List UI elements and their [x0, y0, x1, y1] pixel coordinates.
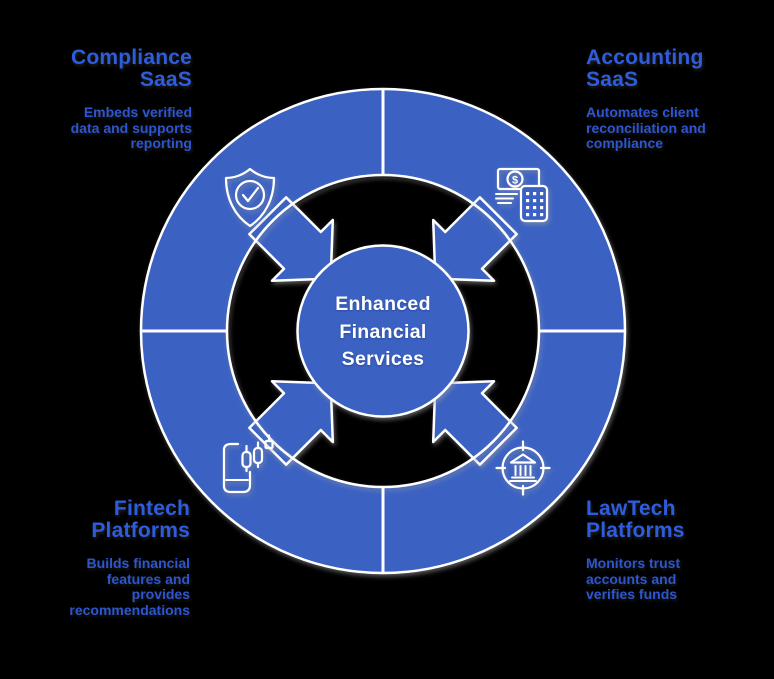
center-label: Enhanced Financial Services [335, 293, 431, 370]
quadrant-label-compliance-saas: Compliance SaaS Embeds verified data and… [30, 47, 192, 152]
quadrant-title-accounting-saas: Accounting SaaS [586, 46, 704, 91]
quadrant-label-fintech-platforms: Fintech Platforms Builds financial featu… [28, 498, 190, 618]
center-circle [296, 244, 470, 418]
quadrant-title-fintech-platforms: Fintech Platforms [91, 497, 190, 542]
quadrant-description-fintech-platforms: Builds financial features and provides r… [69, 555, 190, 618]
money-calculator-icon: $ [495, 167, 549, 223]
shield-check-icon [224, 167, 276, 228]
quadrant-dividers [141, 89, 625, 573]
quadrant-title-compliance-saas: Compliance SaaS [70, 46, 192, 91]
quadrant-description-accounting-saas: Automates client reconciliation and comp… [586, 104, 706, 151]
phone-chart-icon [222, 434, 274, 494]
quadrant-title-lawtech-platforms: LawTech Platforms [586, 497, 685, 542]
quadrant-description-lawtech-platforms: Monitors trust accounts and verifies fun… [586, 555, 681, 602]
dollar-glyph: $ [512, 175, 518, 187]
calculator-keys [526, 192, 544, 217]
quadrant-label-accounting-saas: Accounting SaaS Automates client reconci… [586, 47, 754, 152]
quadrant-description-compliance-saas: Embeds verified data and supports report… [70, 104, 192, 151]
quadrant-label-lawtech-platforms: LawTech Platforms Monitors trust account… [586, 498, 748, 603]
bank-target-icon [495, 440, 551, 496]
